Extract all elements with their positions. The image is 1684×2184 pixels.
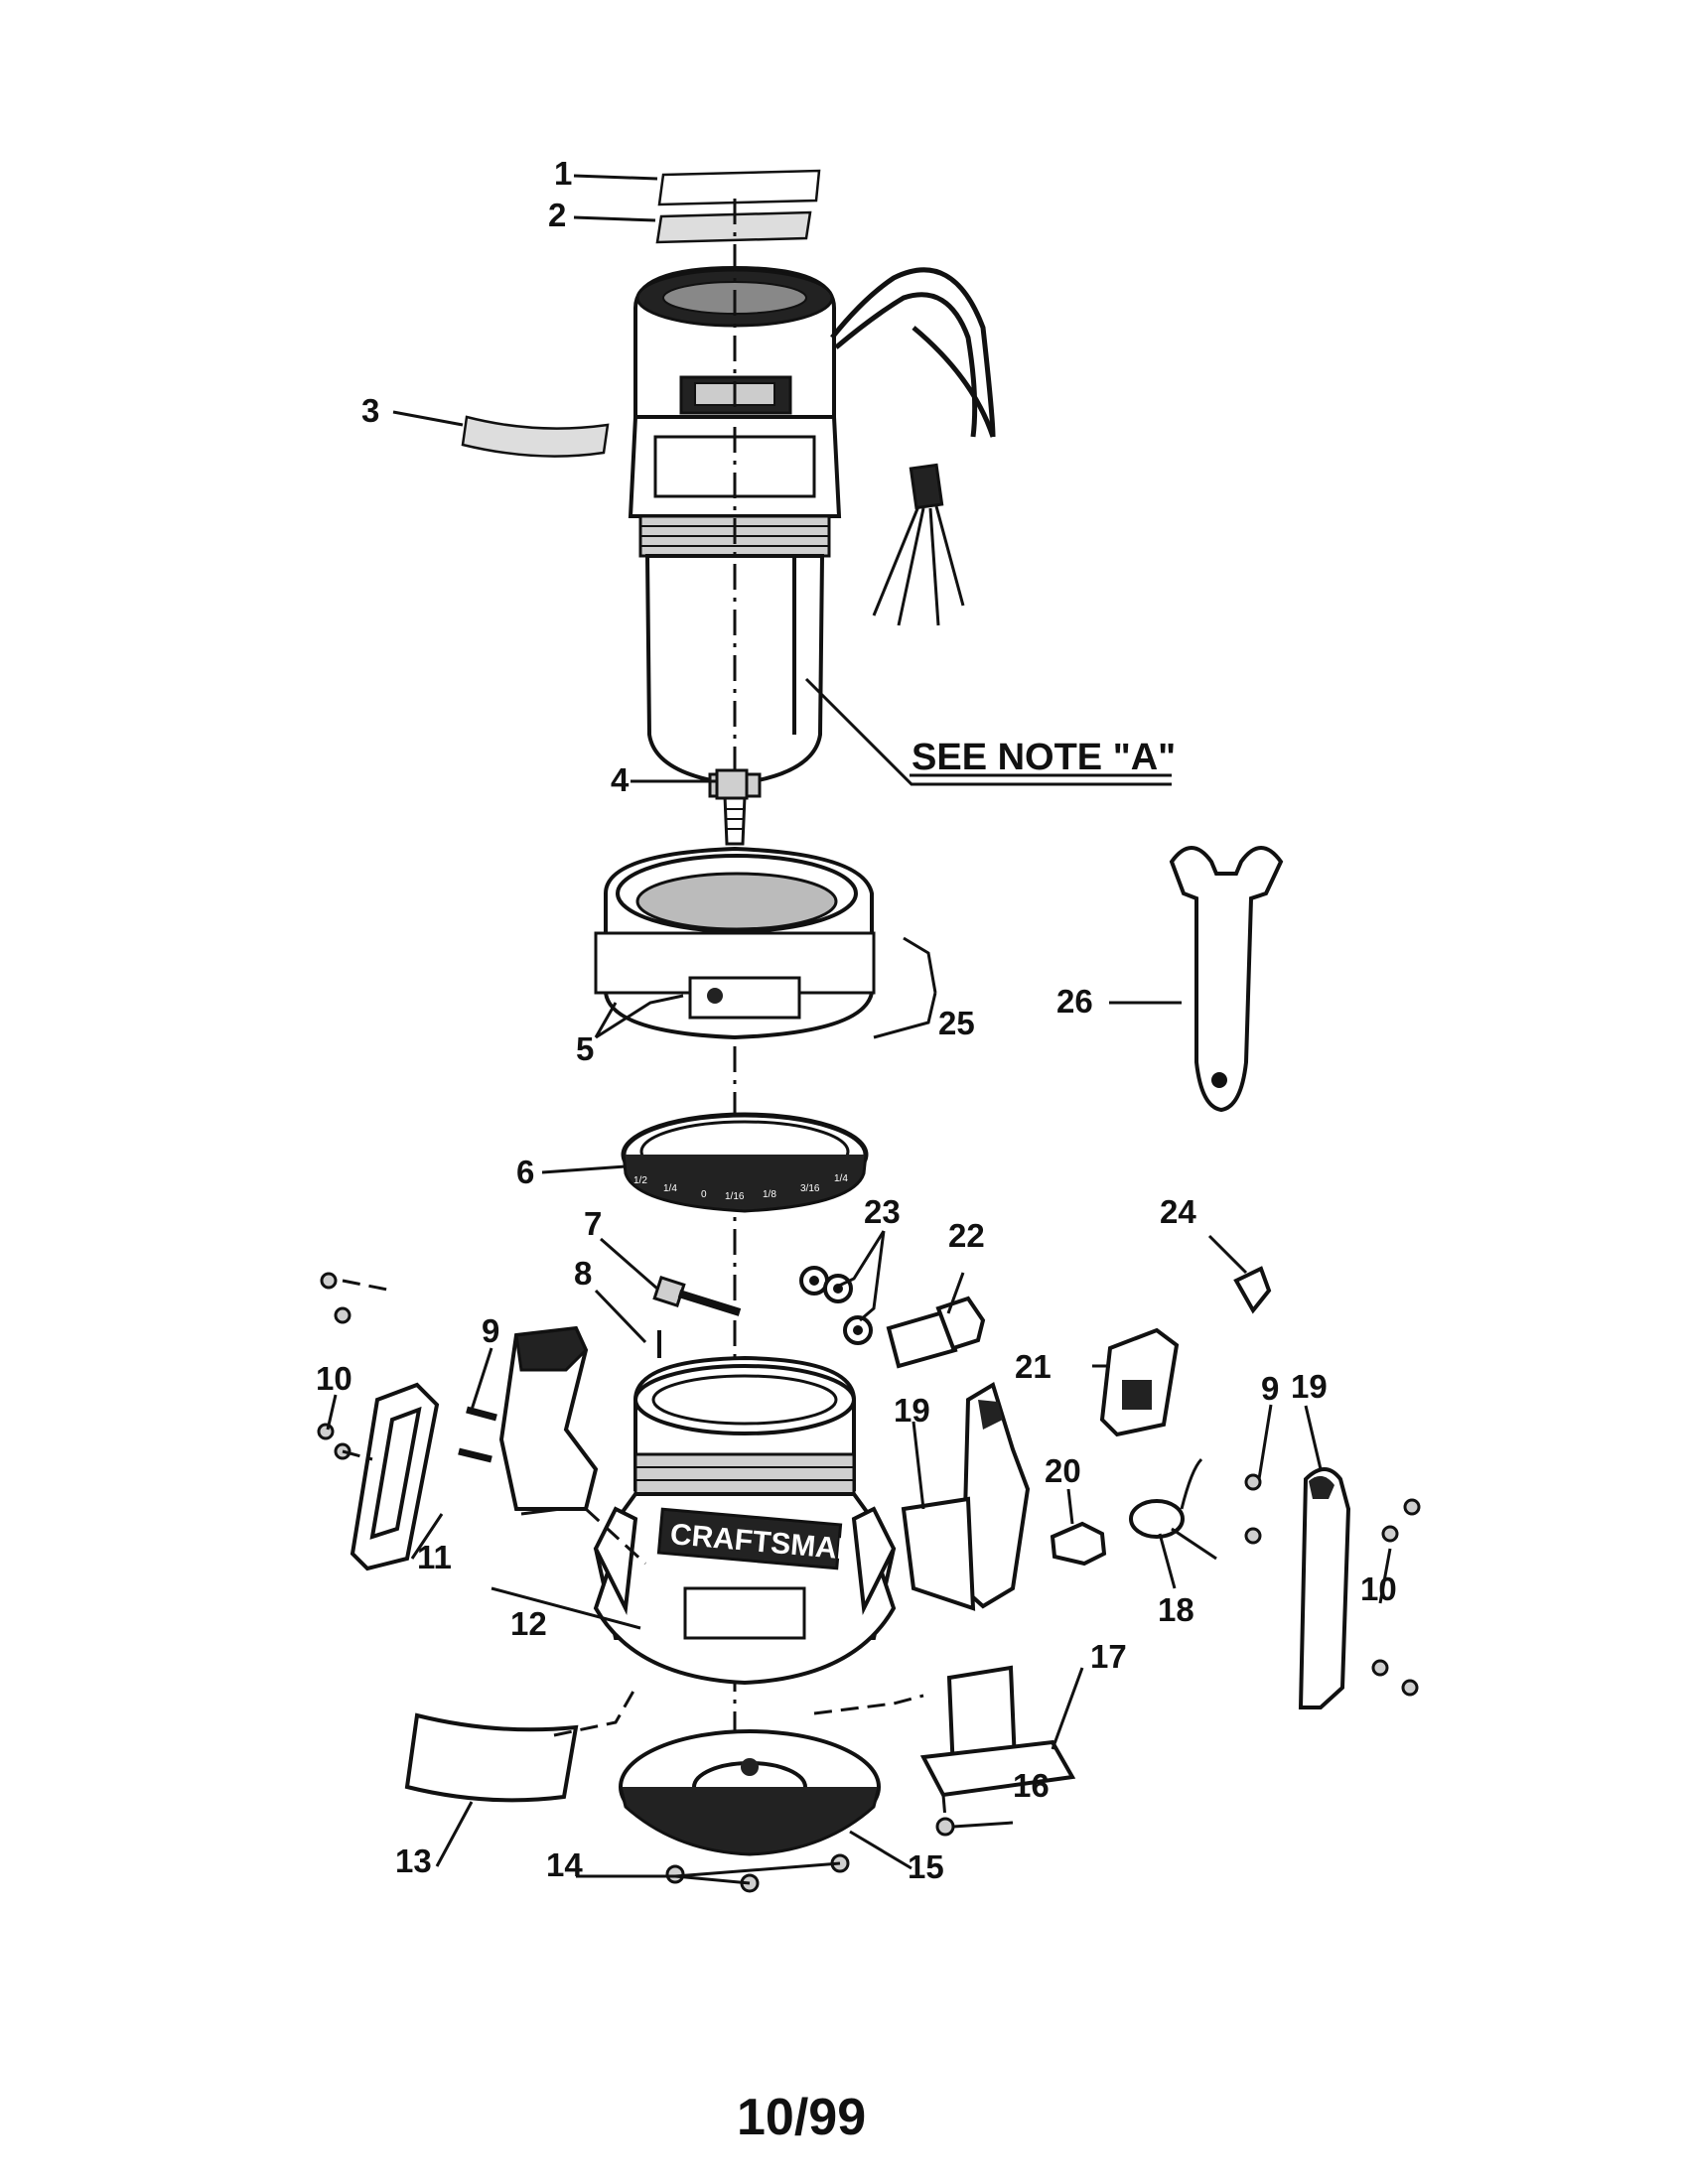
callout-5: 5 [576,1030,594,1067]
depth-scale-mark: 3/16 [800,1183,820,1194]
part-2-label-plate [655,210,812,244]
callout-10-left: 10 [316,1360,352,1397]
shield-guide-line [813,1694,924,1715]
callout-numbers: 1 2 3 4 5 6 7 8 9 9 10 10 11 12 13 14 15… [316,155,1397,1885]
callout-24: 24 [1160,1193,1196,1230]
callout-15: 15 [908,1848,944,1885]
depth-scale-mark: 1/4 [663,1183,677,1194]
callout-9-right: 9 [1261,1370,1279,1407]
part-19-right-handle-inner [901,1381,1031,1611]
part-9-right-screws [1244,1473,1262,1545]
callout-18: 18 [1158,1591,1194,1628]
callout-12: 12 [510,1605,547,1642]
callout-23: 23 [864,1193,901,1230]
power-cord [830,267,996,438]
label-guide-line [553,1687,637,1737]
part-3-warning-label [461,415,610,458]
callout-9-left: 9 [482,1312,499,1349]
callout-21: 21 [1015,1348,1052,1385]
callout-20: 20 [1045,1452,1081,1489]
part-19-right-handle-outer [1298,1467,1351,1709]
depth-scale-mark: 1/2 [633,1175,647,1186]
part-24-wire-nut [1233,1266,1272,1314]
callout-8: 8 [574,1255,592,1292]
power-cord-third [912,326,996,438]
callout-17: 17 [1090,1638,1127,1675]
callout-16: 16 [1013,1767,1050,1804]
part-7-screw [652,1275,742,1316]
part-18-switch [1129,1457,1217,1561]
depth-scale-mark: 0 [701,1189,707,1200]
callout-3: 3 [361,392,379,429]
part-9-left-screws [458,1406,497,1463]
page-number: 10/99 [737,2089,866,2146]
depth-scale-mark: 1/4 [834,1173,848,1184]
callout-22: 22 [948,1217,985,1254]
callout-19-left: 19 [894,1392,930,1429]
callout-2: 2 [548,197,566,233]
callout-25: 25 [938,1005,975,1041]
screw-guide-line [342,1449,373,1461]
part-1-label-plate [657,169,821,206]
depth-scale-mark: 1/16 [725,1191,745,1202]
callout-11: 11 [417,1539,452,1575]
part-10-right-screws [1371,1498,1421,1697]
part-22-lock-pin [886,1296,986,1369]
callout-1: 1 [554,155,572,192]
part-5-upper-housing-ring [594,846,876,1040]
screw-guide-line [941,1794,947,1820]
callout-4: 4 [611,761,630,798]
screw-guide-line [342,1279,393,1293]
note-leader [804,677,1172,786]
depth-scale-mark: 1/8 [763,1189,776,1200]
part-15-sub-base [619,1729,881,1856]
brand-plate [656,1507,843,1570]
callout-7: 7 [584,1205,602,1242]
part-26-wrench [1169,846,1284,1113]
part-6-depth-ring: 1/2 1/4 0 1/16 1/8 3/16 1/4 [621,1112,869,1213]
part-13-base-label [404,1712,579,1803]
callout-14: 14 [546,1846,583,1883]
part-4-collet-nut [715,768,749,800]
part-23-washers [799,1266,873,1345]
handle-guide-line [584,1507,647,1566]
cord-strain-relief [909,463,944,510]
callout-6: 6 [516,1154,534,1190]
part-21-switch-plate [1099,1327,1180,1437]
callout-19-right: 19 [1291,1368,1328,1405]
leader-lines [326,174,1392,1885]
callout-13: 13 [395,1843,432,1879]
part-12-router-base: CRAFTSMAN [593,1355,897,1686]
part-17-chip-shield [919,1665,1076,1798]
see-note-a-label: SEE NOTE "A" [912,737,1176,778]
part-11-left-handle [350,1325,599,1571]
callout-26: 26 [1056,983,1093,1020]
part-20-switch-connector [1050,1521,1107,1567]
callout-10-right: 10 [1360,1570,1397,1607]
part-16-screw [935,1817,955,1837]
